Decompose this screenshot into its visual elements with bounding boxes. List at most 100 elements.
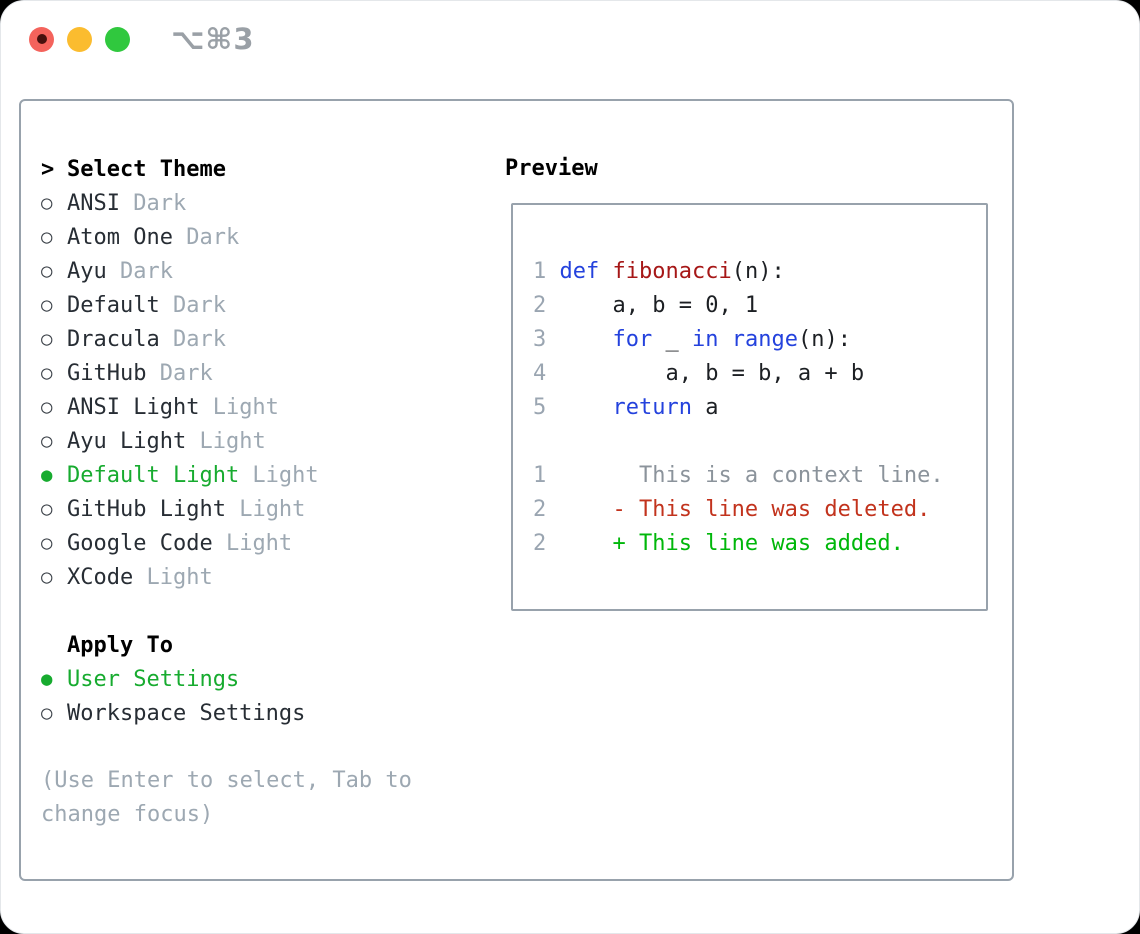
radio-unselected-icon: ○ — [41, 260, 53, 282]
code-token: (n): — [731, 259, 785, 284]
theme-option[interactable]: ○ Dracula Dark — [41, 322, 496, 356]
code-token: def — [559, 259, 600, 284]
code-token — [718, 327, 731, 352]
theme-option[interactable]: ○ Ayu Light Light — [41, 424, 496, 458]
apply-to-header: Apply To — [41, 628, 496, 662]
code-token: (n): — [797, 327, 851, 352]
theme-option[interactable]: ○Atom One Dark — [41, 220, 496, 254]
code-token — [560, 327, 613, 352]
theme-option[interactable]: ○XCode Light — [41, 560, 496, 594]
code-token — [560, 395, 613, 420]
cursor-icon: > — [41, 156, 55, 182]
theme-option[interactable]: ○ ANSI Light Light — [41, 390, 496, 424]
radio-selected-icon: ● — [41, 668, 53, 690]
theme-list: ○ANSI Dark○Atom One Dark○Ayu Dark○Defaul… — [41, 186, 496, 594]
line-number: 1 — [533, 463, 560, 488]
line-number: 4 — [533, 361, 560, 386]
code-token: - This line was deleted. — [559, 497, 931, 522]
titlebar: ⌥⌘3 — [29, 22, 255, 56]
code-token: This is a context line. — [559, 463, 944, 488]
theme-option[interactable]: ○ Google Code Light — [41, 526, 496, 560]
theme-option-variant: Dark — [106, 258, 173, 284]
code-token: return — [612, 395, 692, 420]
theme-option[interactable]: ○Ayu Dark — [41, 254, 496, 288]
apply-to-list: ● User Settings ○ Workspace Settings — [41, 662, 496, 730]
theme-option-variant: Dark — [159, 326, 226, 352]
line-number: 2 — [533, 293, 560, 318]
code-token: a — [691, 395, 719, 420]
theme-option[interactable]: ○ANSI Dark — [41, 186, 496, 220]
radio-unselected-icon: ○ — [41, 430, 53, 452]
theme-option[interactable]: ●Default Light Light — [41, 458, 496, 492]
theme-option-label: Default Light — [67, 462, 240, 488]
theme-option-variant: Light — [133, 564, 213, 590]
maximize-button[interactable] — [105, 26, 130, 52]
theme-picker-column: > Select Theme ○ANSI Dark○Atom One Dark○… — [41, 152, 496, 832]
code-token: + This line was added. — [559, 531, 904, 556]
theme-option-label: ANSI — [67, 190, 120, 216]
theme-option[interactable]: ○ GitHub Light Light — [41, 492, 496, 526]
apply-to-option[interactable]: ○ Workspace Settings — [41, 696, 496, 730]
theme-option-label: GitHub Light — [67, 496, 226, 522]
apply-to-option-label: Workspace Settings — [67, 700, 306, 726]
theme-option[interactable]: ○GitHub Dark — [41, 356, 496, 390]
code-token: fibonacci — [612, 259, 732, 284]
line-number: 2 — [533, 497, 560, 522]
radio-unselected-icon: ○ — [41, 328, 53, 350]
code-token: a, b = b, a + b — [559, 361, 865, 386]
theme-option-variant: Light — [186, 428, 266, 454]
diff-added-line: 2 + This line was added. — [533, 527, 986, 561]
code-line: 4 a, b = b, a + b — [533, 357, 986, 391]
diff-context-line: 1 This is a context line. — [533, 459, 986, 493]
apply-to-title: Apply To — [67, 632, 173, 658]
close-button[interactable] — [29, 26, 54, 52]
theme-option-label: Dracula — [67, 326, 160, 352]
radio-unselected-icon: ○ — [41, 702, 53, 724]
preview-title: Preview — [505, 156, 598, 181]
blank-line — [533, 425, 986, 459]
code-line: 1 def fibonacci(n): — [533, 255, 986, 289]
radio-selected-icon: ● — [41, 464, 53, 486]
code-token: range — [731, 327, 798, 352]
code-line: 3 for _ in range(n): — [533, 323, 986, 357]
theme-option-variant: Light — [212, 530, 293, 556]
theme-picker-panel: > Select Theme ○ANSI Dark○Atom One Dark○… — [19, 99, 1014, 881]
code-line: 5 return a — [533, 391, 986, 425]
radio-unselected-icon: ○ — [41, 226, 53, 248]
radio-unselected-icon: ○ — [41, 498, 53, 520]
theme-option-variant: Light — [225, 496, 306, 522]
code-token: in — [691, 327, 719, 352]
radio-unselected-icon: ○ — [41, 294, 53, 316]
apply-to-option[interactable]: ● User Settings — [41, 662, 496, 696]
theme-option-variant: Dark — [172, 224, 240, 250]
radio-unselected-icon: ○ — [41, 396, 53, 418]
theme-option-label: Default — [67, 292, 160, 318]
code-token: for — [612, 327, 653, 352]
theme-option-variant: Dark — [119, 190, 187, 216]
theme-option-variant: Dark — [146, 360, 213, 386]
diff-deleted-line: 2 - This line was deleted. — [533, 493, 986, 527]
code-line: 2 a, b = 0, 1 — [533, 289, 986, 323]
spacer — [41, 730, 496, 764]
theme-option[interactable]: ○ Default Dark — [41, 288, 496, 322]
theme-option-label: Ayu Light — [67, 428, 187, 454]
keyboard-hint: (Use Enter to select, Tab to change focu… — [41, 768, 412, 827]
line-number: 2 — [533, 531, 560, 556]
line-number: 1 — [533, 259, 560, 284]
theme-option-variant: Dark — [159, 292, 226, 318]
radio-unselected-icon: ○ — [41, 362, 53, 384]
theme-option-label: ANSI Light — [67, 394, 200, 420]
radio-unselected-icon: ○ — [41, 566, 53, 588]
code-token: _ — [652, 327, 692, 352]
minimize-button[interactable] — [67, 26, 92, 52]
select-theme-title: Select Theme — [67, 156, 226, 182]
code-token — [599, 259, 612, 284]
theme-option-label: Google Code — [67, 530, 213, 556]
code-token: a, b = 0, 1 — [559, 293, 759, 318]
theme-option-variant: Light — [199, 394, 279, 420]
radio-unselected-icon: ○ — [41, 532, 53, 554]
window-shortcut-label: ⌥⌘3 — [171, 22, 255, 56]
apply-to-option-label: User Settings — [67, 666, 240, 692]
